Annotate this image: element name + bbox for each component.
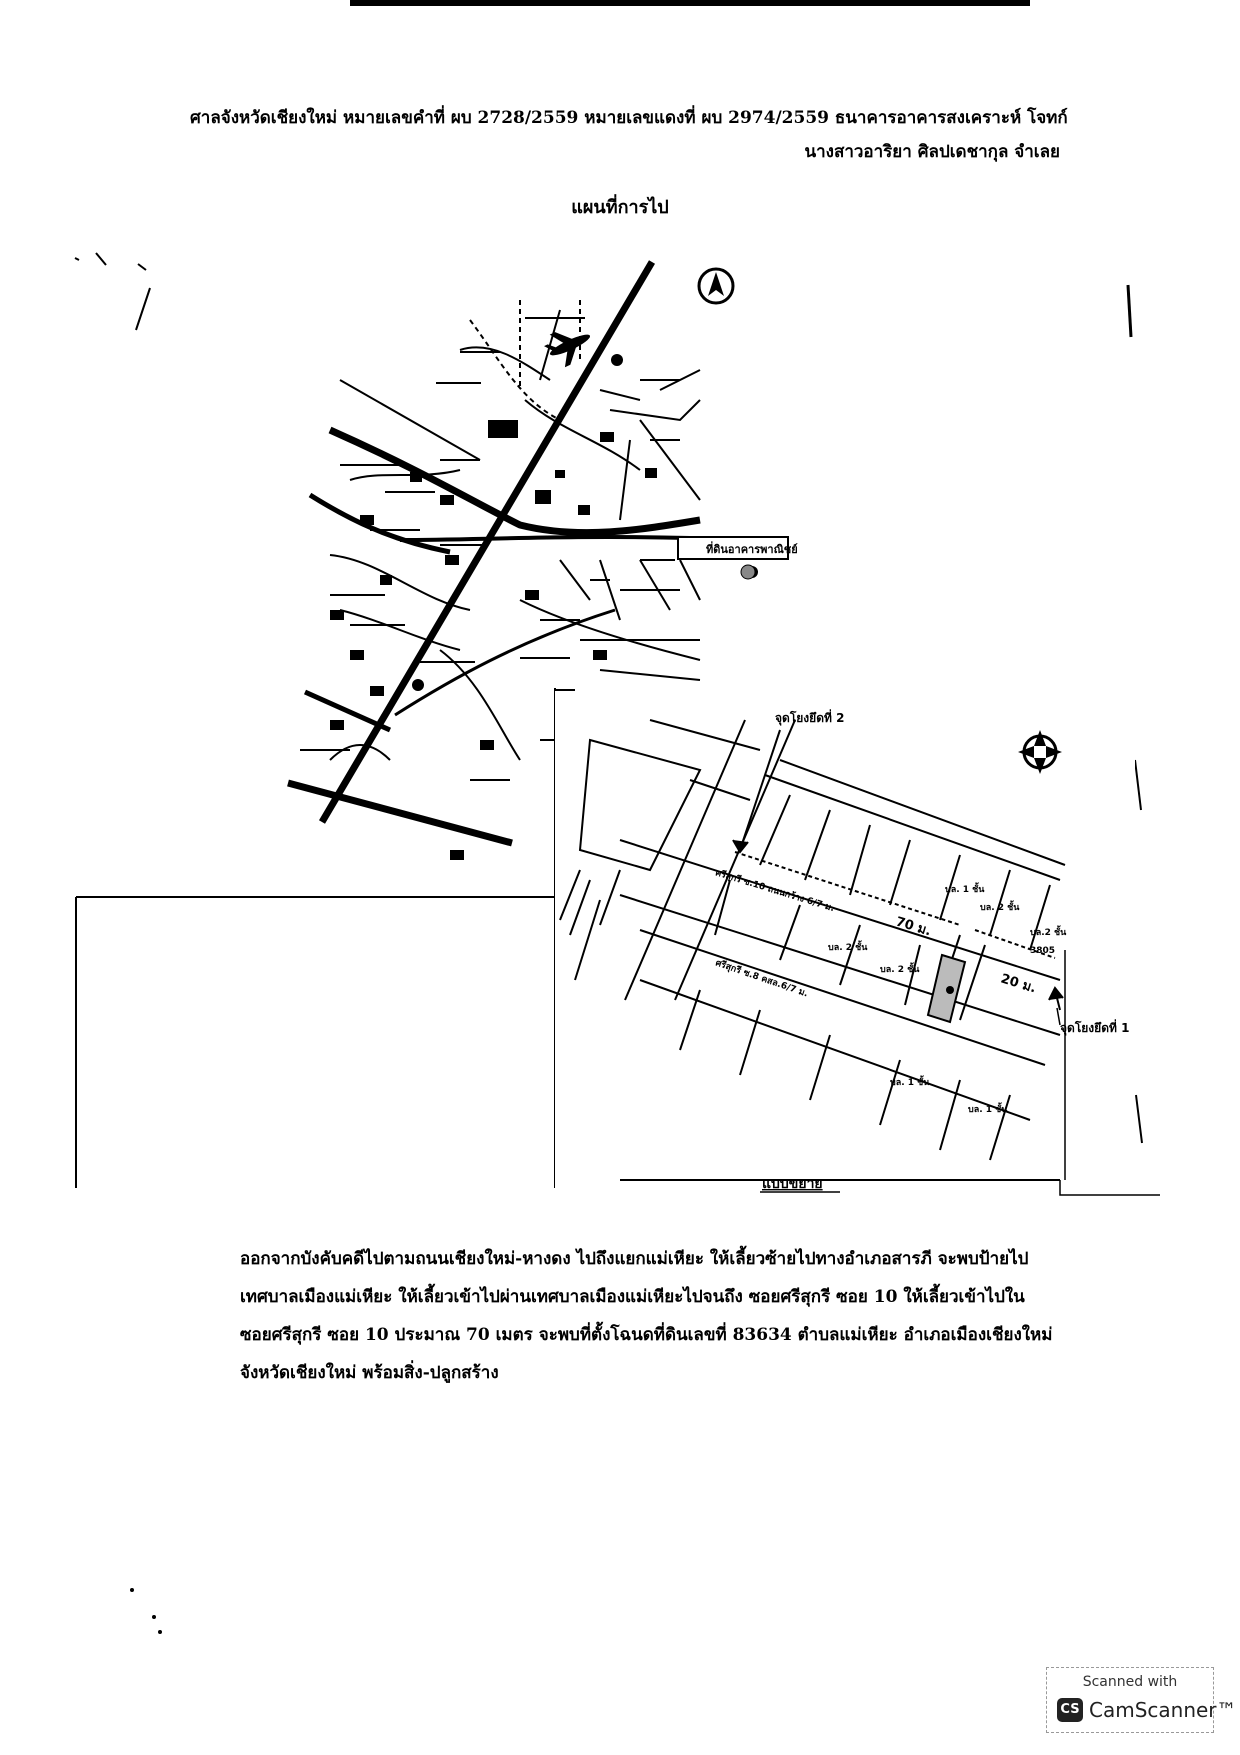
directions-line-1: ออกจากบังคับคดีไปตามถนนเชียงใหม่-หางดง ไ…	[240, 1249, 1029, 1269]
map-small-labels	[300, 317, 680, 781]
landmark-blocks	[330, 354, 758, 860]
bldg-1b: บล. 1 ชั้น	[890, 1075, 930, 1088]
highway-main	[318, 260, 656, 824]
site-label: ที่ดินอาคารพาณิชย์	[706, 541, 798, 556]
directions-line-2: เทศบาลเมืองแม่เหียะ ให้เลี้ยวเข้าไปผ่านเ…	[240, 1287, 1025, 1307]
document-header: ศาลจังหวัดเชียงใหม่ หมายเลขคำที่ ผบ 2728…	[190, 104, 1068, 166]
bldg-2a: บล. 2 ชั้น	[980, 900, 1020, 913]
inset-map: N จุดโยงยึดที่ 2 จุดโยงยึดที่ 1 ศรีสุกรี…	[555, 689, 1160, 1196]
inset-compass-icon: N	[1018, 730, 1062, 774]
num-3805: 3805	[1030, 946, 1055, 956]
scanned-with-text: Scanned with	[1082, 1674, 1178, 1690]
bldg-1a: บล. 1 ชั้น	[945, 882, 985, 895]
camscanner-logo-icon: CS	[1057, 1698, 1083, 1722]
bldg-2d: บล. 2 ชั้น	[880, 962, 920, 975]
camscanner-brand: CamScanner™	[1089, 1698, 1237, 1722]
junction1-label: จุดโยงยึดที่ 1	[1060, 1019, 1129, 1036]
directions-line-4: จังหวัดเชียงใหม่ พร้อมสิ่ง-ปลูกสร้าง	[240, 1363, 499, 1383]
map-title: แผนที่การไป	[571, 197, 669, 218]
compass-n: N	[1035, 747, 1044, 760]
ring-road	[328, 426, 701, 537]
site-marker: ที่ดินอาคารพาณิชย์	[677, 536, 798, 580]
directions-text: ออกจากบังคับคดีไปตามถนนเชียงใหม่-หางดง ไ…	[240, 1240, 1060, 1392]
airplane-icon	[544, 332, 591, 368]
site-parcel	[926, 953, 967, 1024]
bldg-2c: บล. 2 ชั้น	[828, 940, 868, 953]
defendant-line: นางสาวอาริยา ศิลปเดชากุล จำเลย	[804, 142, 1060, 162]
bldg-1c: บล. 1 ชั้น	[968, 1102, 1008, 1115]
map-frame	[75, 688, 556, 1188]
scan-specks	[74, 252, 1143, 1634]
case-line: ศาลจังหวัดเชียงใหม่ หมายเลขคำที่ ผบ 2728…	[190, 108, 1068, 128]
directions-line-3: ซอยศรีสุกรี ซอย 10 ประมาณ 70 เมตร จะพบที…	[240, 1325, 1053, 1345]
junction2-label: จุดโยงยึดที่ 2	[775, 709, 844, 726]
bldg-2b: บล.2 ชั้น	[1030, 925, 1067, 938]
inset-roads	[559, 719, 1066, 1161]
compass-icon	[697, 267, 735, 305]
city-roads	[287, 260, 701, 847]
highway-cross	[287, 779, 513, 847]
scan-edge-bar	[350, 0, 1030, 6]
inset-caption: แบบขยาย	[762, 1176, 823, 1192]
camscanner-watermark: Scanned with CS CamScanner™	[1046, 1667, 1237, 1733]
